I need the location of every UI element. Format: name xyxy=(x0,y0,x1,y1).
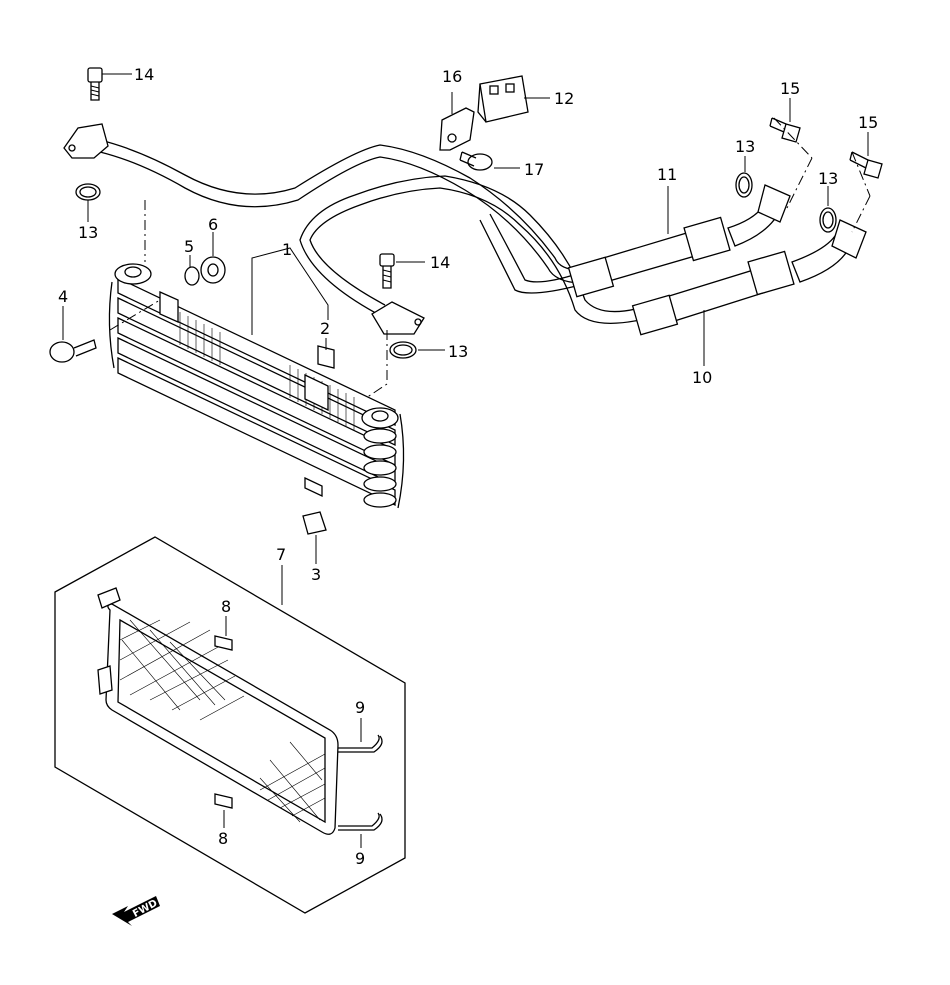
bolt-17 xyxy=(459,151,493,171)
part-label-16: 16 xyxy=(442,67,462,86)
bolt-14-lower xyxy=(379,253,395,289)
part-label-13-center: 13 xyxy=(448,342,468,361)
hose-10 xyxy=(631,219,867,336)
part-label-9-lower: 9 xyxy=(355,849,365,868)
right-pipe-flange xyxy=(371,301,425,335)
part-label-1: 1 xyxy=(282,240,292,259)
part-label-7: 7 xyxy=(276,545,286,564)
part-label-13-left: 13 xyxy=(78,223,98,242)
svg-text:FWD: FWD xyxy=(131,898,159,920)
spring-9-lower xyxy=(338,812,380,827)
part-label-3: 3 xyxy=(311,565,321,584)
spring-9-upper xyxy=(338,734,380,749)
fwd-arrow-icon: FWD xyxy=(112,896,160,926)
clip-3 xyxy=(302,511,327,535)
tab-8-upper xyxy=(214,635,233,651)
part-label-13-right-b: 13 xyxy=(818,169,838,188)
bolt-4 xyxy=(49,339,97,363)
part-label-11: 11 xyxy=(657,165,677,184)
bolt-14-upper xyxy=(87,67,103,101)
part-label-9-upper: 9 xyxy=(355,698,365,717)
part-label-12: 12 xyxy=(554,89,574,108)
bolt-15-left xyxy=(769,117,801,143)
part-label-15-right: 15 xyxy=(858,113,878,132)
part-label-6: 6 xyxy=(208,215,218,234)
dash-lines xyxy=(109,117,871,399)
bracket-16 xyxy=(439,107,475,151)
grille-box xyxy=(54,536,406,914)
hose-11 xyxy=(567,184,791,298)
part-label-2: 2 xyxy=(320,319,330,338)
part-label-14-lower: 14 xyxy=(430,253,450,272)
part-label-15-left: 15 xyxy=(780,79,800,98)
part-label-10: 10 xyxy=(692,368,712,387)
part-label-5: 5 xyxy=(184,237,194,256)
part-label-13-right-a: 13 xyxy=(735,137,755,156)
part-label-17: 17 xyxy=(524,160,544,179)
clip-2 xyxy=(317,345,335,369)
part-label-14-upper: 14 xyxy=(134,65,154,84)
part-label-4: 4 xyxy=(58,287,68,306)
tab-8-lower xyxy=(214,793,233,809)
part-label-8-lower: 8 xyxy=(218,829,228,848)
collar-5 xyxy=(184,266,200,286)
part-label-8-upper: 8 xyxy=(221,597,231,616)
leader-lines xyxy=(62,73,869,848)
cushion-12 xyxy=(477,75,529,123)
oil-cooler xyxy=(108,263,405,509)
oil-pipes xyxy=(99,139,641,324)
grommet-6 xyxy=(200,256,226,284)
bolt-15-right xyxy=(849,151,883,179)
leader-1 xyxy=(251,247,329,335)
